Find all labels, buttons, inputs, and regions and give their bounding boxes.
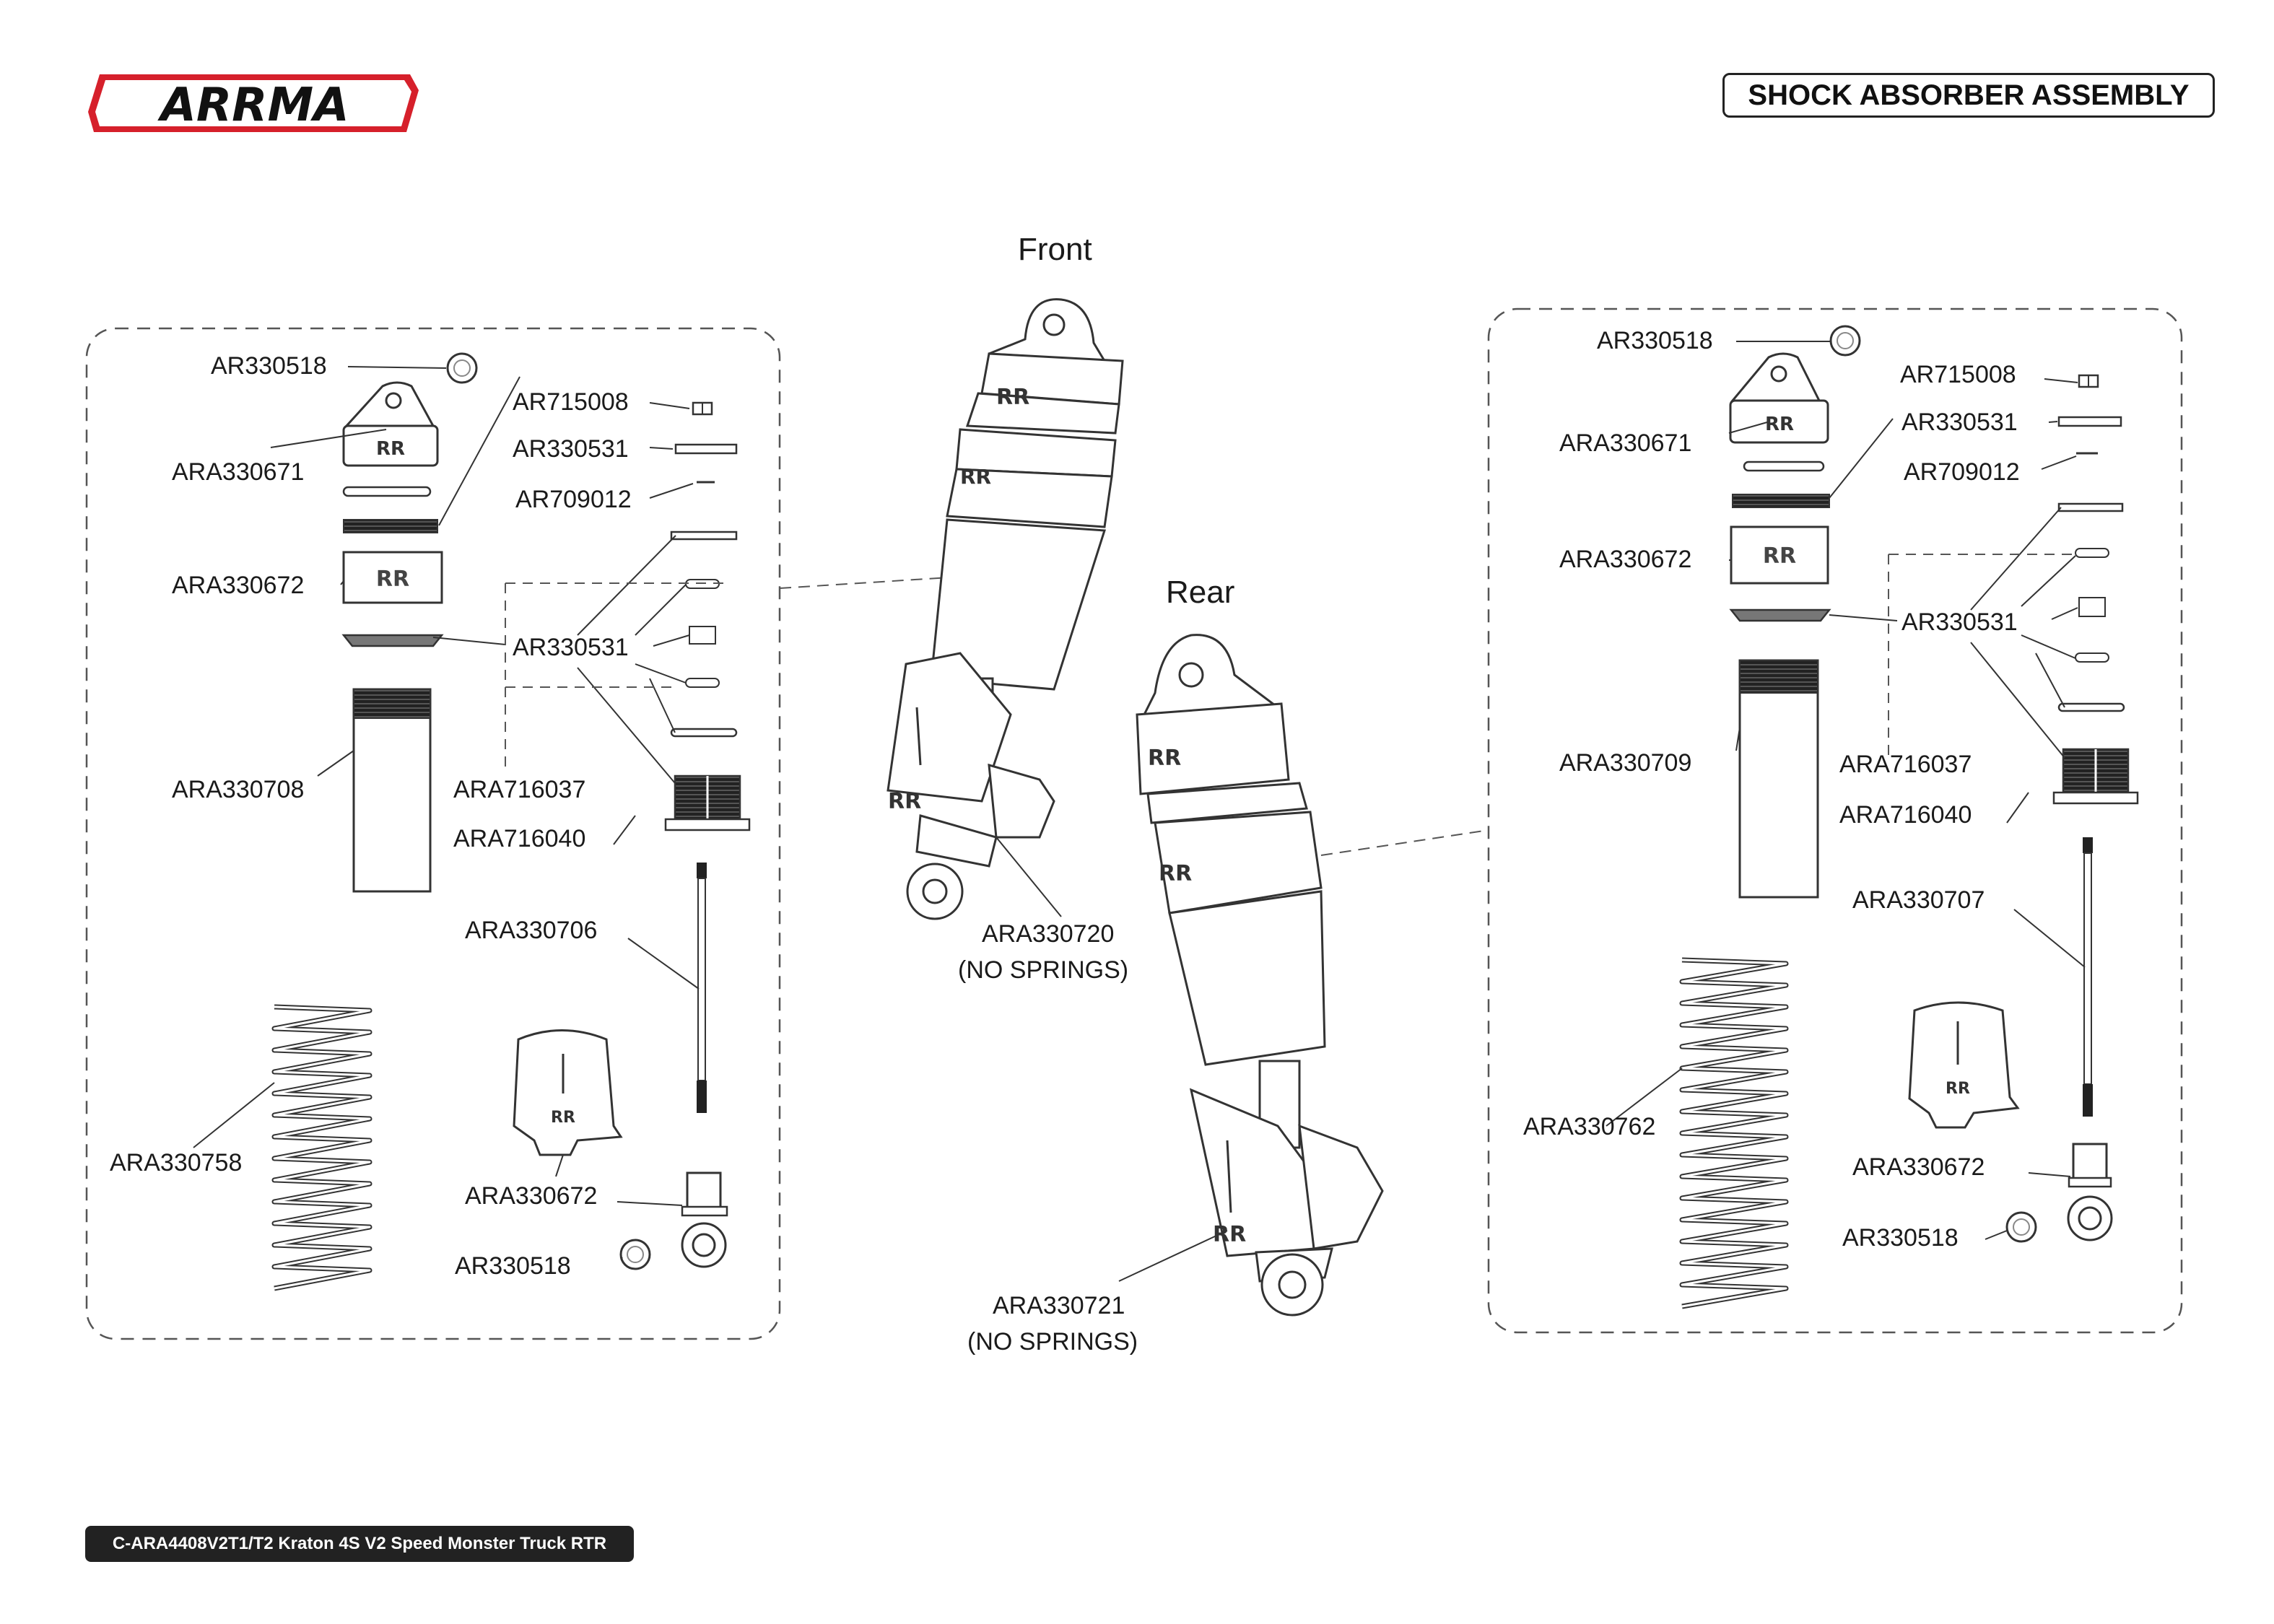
label-collar: ARA330672 — [172, 572, 304, 599]
threaded-ring-icon — [343, 519, 438, 533]
shock-cap-icon: RR — [342, 381, 439, 467]
oring-small-icon — [2075, 652, 2109, 663]
oring-flat-icon — [2057, 702, 2125, 712]
label-oring-top: AR330531 — [513, 435, 629, 463]
svg-text:RR: RR — [1148, 746, 1181, 771]
label-front-note: (NO SPRINGS) — [958, 956, 1128, 984]
label-bushing: ARA716037 — [453, 776, 585, 803]
label-rear-assembly: ARA330721 — [993, 1292, 1125, 1319]
right-exploded-group: RR RR RR — [1487, 307, 2183, 1334]
label-clip: AR709012 — [515, 486, 632, 513]
label-shaft-seal: ARA716040 — [453, 825, 585, 852]
svg-text:RR: RR — [1763, 543, 1796, 569]
shock-shaft-icon — [2083, 837, 2093, 1117]
label-seal: AR715008 — [1900, 361, 2016, 388]
shock-body-icon — [352, 688, 432, 893]
label-clip: AR709012 — [1904, 458, 2020, 486]
rod-end-icon — [2067, 1143, 2113, 1241]
oring-icon — [342, 486, 432, 497]
oring-small-icon — [2075, 548, 2109, 558]
label-body: ARA330708 — [172, 776, 304, 803]
shock-body-icon — [1738, 659, 1819, 899]
footer-product-label: C-ARA4408V2T1/T2 Kraton 4S V2 Speed Mons… — [85, 1526, 634, 1562]
svg-text:RR: RR — [888, 789, 921, 814]
label-end-washer: AR330518 — [455, 1252, 571, 1280]
label-oring-top: AR330531 — [1901, 409, 2018, 436]
top-seal-icon — [341, 634, 444, 647]
shock-shaft-icon — [697, 863, 707, 1113]
label-spring-cup: ARA330672 — [1852, 1153, 1985, 1181]
svg-text:RR: RR — [376, 567, 409, 592]
oring-icon — [1743, 460, 1825, 472]
left-exploded-group: RR RR — [85, 327, 781, 1340]
label-shaft: ARA330707 — [1852, 886, 1985, 914]
svg-text:RR: RR — [376, 438, 405, 460]
heading-rear: Rear — [1166, 575, 1234, 610]
spring-cup-icon: RR — [1908, 1001, 2020, 1129]
label-spring: ARA330762 — [1523, 1113, 1655, 1140]
rear-shock-illustration: RR RR RR — [1118, 634, 1489, 1317]
svg-text:RR: RR — [1946, 1080, 1970, 1098]
shaft-seal-housing-icon — [2052, 748, 2139, 805]
arrma-logo: ARRMA — [88, 74, 419, 132]
label-collar: ARA330672 — [1559, 546, 1691, 573]
heading-front: Front — [1018, 232, 1092, 267]
label-cap: ARA330671 — [1559, 429, 1691, 457]
label-rear-note: (NO SPRINGS) — [967, 1328, 1138, 1355]
svg-text:RR: RR — [551, 1109, 575, 1127]
svg-text:RR: RR — [996, 385, 1029, 410]
left-group-frame — [85, 327, 781, 1340]
oring-flat-icon — [670, 728, 738, 738]
oring-flat-icon — [674, 443, 738, 455]
label-body: ARA330709 — [1559, 749, 1691, 777]
collar-icon — [342, 551, 443, 604]
oring-flat-icon — [670, 531, 738, 541]
shaft-seal-housing-icon — [664, 774, 751, 831]
svg-text:RR: RR — [1765, 414, 1794, 435]
label-shaft-seal: ARA716040 — [1839, 801, 1972, 829]
label-cap-washer: AR330518 — [211, 352, 327, 380]
label-spring: ARA330758 — [110, 1149, 242, 1176]
oring-small-icon — [685, 678, 720, 688]
bushing-icon — [2078, 597, 2106, 617]
label-oring-mid: AR330531 — [1901, 608, 2018, 636]
label-spring-cup: ARA330672 — [465, 1182, 597, 1210]
front-shock-illustration: RR RR RR — [779, 298, 1124, 920]
label-front-assembly: ARA330720 — [982, 920, 1114, 948]
seal-icon — [692, 401, 713, 416]
logo-text: ARRMA — [157, 79, 349, 132]
label-bushing: ARA716037 — [1839, 751, 1972, 778]
page-title: SHOCK ABSORBER ASSEMBLY — [1722, 73, 2215, 118]
label-cap-washer: AR330518 — [1597, 327, 1713, 354]
label-shaft: ARA330706 — [465, 917, 597, 944]
threaded-ring-icon — [1732, 494, 1830, 508]
label-seal: AR715008 — [513, 388, 629, 416]
seal-icon — [2078, 374, 2099, 388]
svg-text:RR: RR — [960, 465, 991, 489]
shock-cap-icon: RR — [1729, 352, 1829, 444]
bushing-icon — [689, 626, 716, 645]
spring-cup-icon: RR — [513, 1029, 623, 1156]
label-cap: ARA330671 — [172, 458, 304, 486]
oring-flat-icon — [2057, 502, 2124, 512]
label-oring-mid: AR330531 — [513, 634, 629, 661]
rod-end-icon — [681, 1171, 728, 1268]
svg-text:RR: RR — [1159, 861, 1192, 886]
label-end-washer: AR330518 — [1842, 1224, 1959, 1252]
oring-flat-icon — [2057, 416, 2122, 427]
top-seal-icon — [1729, 608, 1831, 622]
collar-icon — [1730, 525, 1829, 585]
